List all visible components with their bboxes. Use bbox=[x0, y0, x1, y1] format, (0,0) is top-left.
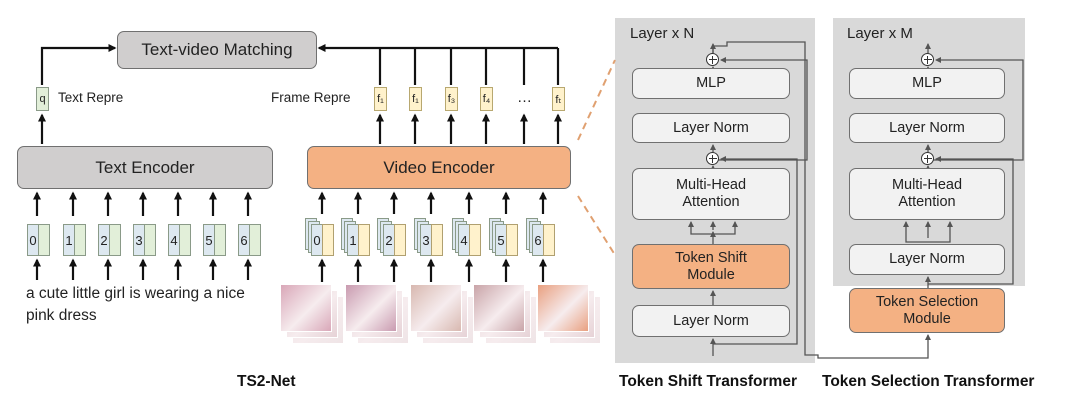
text-token-pair bbox=[179, 224, 191, 256]
text-token-pair bbox=[214, 224, 226, 256]
residual-add-icon bbox=[921, 53, 934, 66]
video-token-shifted bbox=[431, 224, 443, 256]
video-token-shifted bbox=[394, 224, 406, 256]
mlp-box: MLP bbox=[632, 68, 790, 99]
text-token-pair bbox=[144, 224, 156, 256]
caption-text: a cute little girl is wearing a nice pin… bbox=[26, 285, 245, 324]
frame-representation-token: f₃ bbox=[445, 87, 458, 111]
frame-repre-label: Frame Repre bbox=[271, 90, 351, 105]
ts2-net-title: TS2-Net bbox=[237, 373, 296, 390]
video-frame-image bbox=[473, 284, 525, 332]
video-token-shifted bbox=[469, 224, 481, 256]
layer-norm-box: Layer Norm bbox=[632, 305, 790, 337]
video-token-shifted bbox=[358, 224, 370, 256]
token-selection-module-box: Token Selection Module bbox=[849, 288, 1005, 333]
text-video-matching-box: Text-video Matching bbox=[117, 31, 317, 69]
text-repre-label: Text Repre bbox=[58, 90, 124, 105]
text-token-pair bbox=[249, 224, 261, 256]
video-frame-image bbox=[410, 284, 462, 332]
video-frame-image bbox=[280, 284, 332, 332]
arrow-attention-key bbox=[928, 221, 953, 243]
text-encoder-box: Text Encoder bbox=[17, 146, 273, 189]
text-token-pair bbox=[109, 224, 121, 256]
frame-repre-ellipsis: … bbox=[517, 89, 532, 106]
cross-panel-connection bbox=[712, 41, 929, 359]
multi-head-attention-box: Multi-Head Attention bbox=[632, 168, 790, 220]
text-token: 5 bbox=[203, 224, 215, 256]
zoom-connector-top bbox=[577, 59, 616, 141]
text-token-pair bbox=[74, 224, 86, 256]
residual-add-icon bbox=[921, 152, 934, 165]
arrow-attention-key bbox=[713, 221, 738, 235]
video-token-shifted bbox=[506, 224, 518, 256]
layer-x-m-label: Layer x M bbox=[847, 25, 913, 42]
video-token-shifted bbox=[322, 224, 334, 256]
mlp-box: MLP bbox=[849, 68, 1005, 99]
video-frame-image bbox=[537, 284, 589, 332]
residual-add-icon bbox=[706, 53, 719, 66]
frame-representation-token: fₜ bbox=[552, 87, 565, 111]
layer-x-n-label: Layer x N bbox=[630, 25, 695, 42]
video-token: 6 bbox=[532, 224, 544, 256]
frame-representation-token: f₁ bbox=[374, 87, 387, 111]
residual-add-icon bbox=[706, 152, 719, 165]
layer-norm-box: Layer Norm bbox=[849, 244, 1005, 275]
text-token-pair bbox=[38, 224, 50, 256]
multi-head-attention-box: Multi-Head Attention bbox=[849, 168, 1005, 220]
arrow-attention-query bbox=[903, 221, 928, 243]
residual-connection bbox=[928, 156, 1014, 285]
token-shift-module-box: Token Shift Module bbox=[632, 244, 790, 289]
layer-norm-box: Layer Norm bbox=[632, 113, 790, 143]
residual-connection bbox=[713, 156, 798, 345]
residual-connection bbox=[713, 57, 808, 161]
residual-connection bbox=[928, 57, 1024, 161]
frame-representation-token: f₁ bbox=[409, 87, 422, 111]
arrow-attention-query bbox=[688, 221, 713, 235]
token-shift-transformer-title: Token Shift Transformer bbox=[619, 373, 797, 390]
frame-representation-token: f₄ bbox=[480, 87, 493, 111]
arrow-query-to-matching bbox=[40, 44, 117, 85]
layer-norm-box: Layer Norm bbox=[849, 113, 1005, 143]
zoom-connector-bottom bbox=[577, 195, 616, 256]
video-token-shifted bbox=[543, 224, 555, 256]
token-selection-transformer-title: Token Selection Transformer bbox=[822, 373, 1035, 390]
video-encoder-box: Video Encoder bbox=[307, 146, 571, 189]
video-frame-image bbox=[345, 284, 397, 332]
text-representation-token: q bbox=[36, 87, 49, 111]
